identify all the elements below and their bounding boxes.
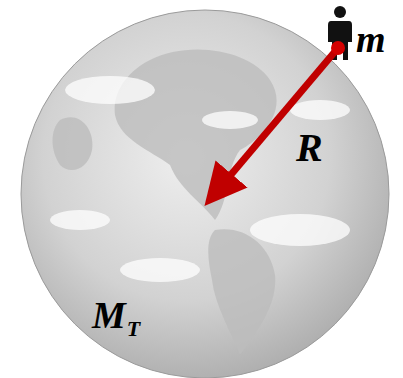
radius-arrow [218,48,338,190]
mass-point [331,41,345,55]
radius-label: R [296,128,323,168]
clouds [50,76,350,282]
mass-label: m [356,20,386,58]
earth-mass-subscript: T [127,318,140,340]
continents [53,50,277,355]
earth-globe [21,10,389,378]
earth-mass-label: M [92,296,126,334]
